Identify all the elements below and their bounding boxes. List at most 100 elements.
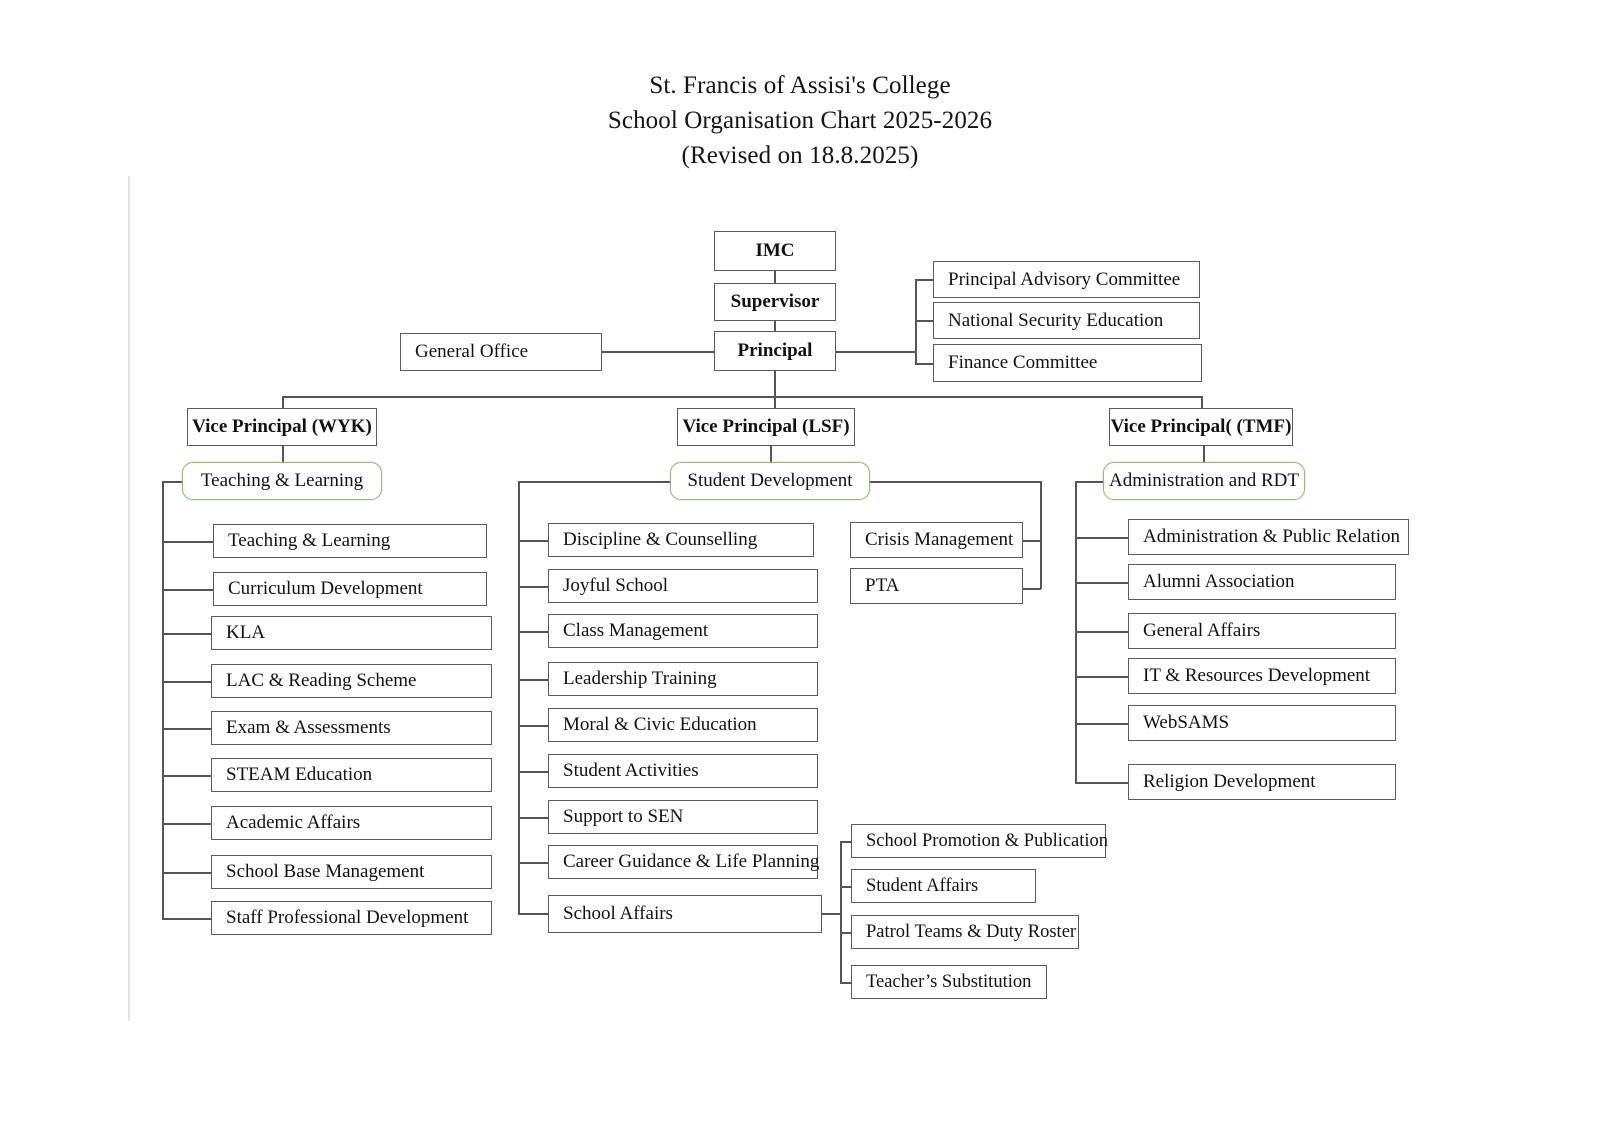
- sa-item-label: Patrol Teams & Duty Roster: [866, 921, 1077, 942]
- tl-item-label: Exam & Assessments: [226, 717, 391, 738]
- title-line-1: St. Francis of Assisi's College: [649, 72, 951, 99]
- sa-item-teachers-substitution[interactable]: Teacher’s Substitution: [851, 965, 1047, 999]
- connector-sd-item-1: [518, 540, 548, 542]
- connector-bus-to-vp-tmf: [1201, 396, 1203, 409]
- sd-item-discipline-counselling[interactable]: Discipline & Counselling: [548, 523, 814, 557]
- teaching-learning-trunk: [162, 481, 164, 918]
- node-imc[interactable]: IMC: [714, 231, 836, 271]
- tl-item-label: School Base Management: [226, 861, 425, 882]
- sd-item-school-affairs[interactable]: School Affairs: [548, 895, 822, 933]
- admin-item-general-affairs[interactable]: General Affairs: [1128, 613, 1396, 649]
- sd-item-support-to-sen[interactable]: Support to SEN: [548, 800, 818, 834]
- connector-admin-item-1: [1075, 537, 1128, 539]
- node-principal[interactable]: Principal: [714, 331, 836, 371]
- connector-tl-head-to-trunk: [162, 481, 184, 483]
- sd-item-student-activities[interactable]: Student Activities: [548, 754, 818, 788]
- connector-committee-1: [915, 279, 933, 281]
- sd-item-class-management[interactable]: Class Management: [548, 614, 818, 648]
- committee-label: National Security Education: [948, 309, 1164, 331]
- connector-admin-item-2: [1075, 582, 1128, 584]
- connector-sa-item-2: [840, 886, 851, 888]
- connector-sd-item-6: [518, 771, 548, 773]
- connector-sd-item-4: [518, 679, 548, 681]
- tl-item-label: LAC & Reading Scheme: [226, 670, 417, 691]
- sa-item-label: School Promotion & Publication: [866, 830, 1109, 851]
- committee-finance[interactable]: Finance Committee: [933, 344, 1202, 382]
- sd-item-label: Discipline & Counselling: [563, 529, 758, 550]
- division-student-development[interactable]: Student Development: [670, 462, 870, 500]
- connector-tl-item-2: [162, 589, 213, 591]
- connector-sd-item-7: [518, 817, 548, 819]
- admin-item-label: WebSAMS: [1143, 712, 1230, 733]
- sa-item-school-promotion-publication[interactable]: School Promotion & Publication: [851, 824, 1109, 858]
- tl-item-staff-professional-development[interactable]: Staff Professional Development: [211, 901, 492, 935]
- connector-sa-item-4: [840, 982, 851, 984]
- tl-item-lac-reading-scheme[interactable]: LAC & Reading Scheme: [211, 664, 492, 698]
- node-supervisor[interactable]: Supervisor: [714, 283, 836, 321]
- connector-vp-lsf-to-division: [770, 446, 772, 462]
- tl-item-academic-affairs[interactable]: Academic Affairs: [211, 806, 492, 840]
- tl-item-curriculum-development[interactable]: Curriculum Development: [213, 572, 487, 606]
- student-development-trunk: [518, 481, 520, 913]
- connector-sd-right-item-2: [1023, 588, 1041, 590]
- student-development-right-trunk: [1040, 481, 1042, 589]
- tl-item-label: KLA: [226, 622, 266, 643]
- connector-bus-to-vp-lsf: [774, 396, 776, 409]
- admin-item-alumni-association[interactable]: Alumni Association: [1128, 564, 1396, 600]
- admin-item-administration-public-relation[interactable]: Administration & Public Relation: [1128, 519, 1409, 555]
- connector-admin-head-to-trunk: [1075, 481, 1105, 483]
- division-teaching-and-learning[interactable]: Teaching & Learning: [182, 462, 382, 500]
- sd-item-career-guidance-life-planning[interactable]: Career Guidance & Life Planning: [548, 845, 820, 879]
- division-administration-and-rdt[interactable]: Administration and RDT: [1103, 462, 1305, 500]
- connector-principal-to-committee-trunk: [836, 351, 917, 353]
- sd-item-moral-civic-education[interactable]: Moral & Civic Education: [548, 708, 818, 742]
- node-vice-principal-wyk[interactable]: Vice Principal (WYK): [187, 408, 377, 446]
- connector-sd-item-5: [518, 725, 548, 727]
- committee-label: Finance Committee: [948, 352, 1098, 373]
- sa-item-patrol-teams-duty-roster[interactable]: Patrol Teams & Duty Roster: [851, 915, 1079, 949]
- sd-item-label: Career Guidance & Life Planning: [563, 851, 820, 872]
- committee-national-security-education[interactable]: National Security Education: [933, 302, 1200, 339]
- sa-item-student-affairs[interactable]: Student Affairs: [851, 869, 1036, 903]
- tl-item-kla[interactable]: KLA: [211, 616, 492, 650]
- tl-item-school-base-management[interactable]: School Base Management: [211, 855, 492, 889]
- node-vice-principal-tmf[interactable]: Vice Principal( (TMF): [1109, 408, 1293, 446]
- vice-principal-label: Vice Principal( (TMF): [1110, 416, 1292, 437]
- tl-item-teaching-and-learning[interactable]: Teaching & Learning: [213, 524, 487, 558]
- title-line-3: (Revised on 18.8.2025): [681, 142, 919, 169]
- admin-item-websams[interactable]: WebSAMS: [1128, 705, 1396, 741]
- sd-item-leadership-training[interactable]: Leadership Training: [548, 662, 818, 696]
- connector-tl-item-7: [162, 823, 211, 825]
- committee-principal-advisory[interactable]: Principal Advisory Committee: [933, 261, 1200, 298]
- sd-item-label: Leadership Training: [563, 668, 717, 689]
- admin-item-religion-development[interactable]: Religion Development: [1128, 764, 1396, 800]
- vice-principal-label: Vice Principal (LSF): [682, 416, 850, 437]
- page-margin-rule: [128, 176, 130, 1021]
- sd-right-item-pta[interactable]: PTA: [850, 568, 1023, 604]
- connector-sd-item-3: [518, 631, 548, 633]
- admin-item-it-resources-development[interactable]: IT & Resources Development: [1128, 658, 1396, 694]
- sd-right-item-crisis-management[interactable]: Crisis Management: [850, 522, 1023, 558]
- connector-principal-down: [774, 371, 776, 397]
- connector-admin-item-4: [1075, 676, 1128, 678]
- tl-item-exam-assessments[interactable]: Exam & Assessments: [211, 711, 492, 745]
- node-vice-principal-lsf[interactable]: Vice Principal (LSF): [677, 408, 855, 446]
- node-imc-label: IMC: [755, 240, 795, 261]
- connector-tl-item-6: [162, 775, 211, 777]
- connector-tl-item-5: [162, 728, 211, 730]
- sd-right-item-label: PTA: [865, 575, 900, 596]
- node-general-office-label: General Office: [415, 341, 529, 362]
- connector-sd-item-2: [518, 586, 548, 588]
- committee-label: Principal Advisory Committee: [948, 268, 1181, 290]
- sd-item-joyful-school[interactable]: Joyful School: [548, 569, 818, 603]
- tl-item-label: STEAM Education: [226, 764, 373, 785]
- connector-committee-3: [915, 363, 933, 365]
- admin-item-label: General Affairs: [1143, 620, 1261, 641]
- vice-principal-label: Vice Principal (WYK): [192, 416, 372, 437]
- title-line-2: School Organisation Chart 2025-2026: [607, 107, 993, 134]
- node-general-office[interactable]: General Office: [400, 333, 602, 371]
- tl-item-steam-education[interactable]: STEAM Education: [211, 758, 492, 792]
- division-label: Administration and RDT: [1109, 470, 1299, 491]
- chart-title: St. Francis of Assisi's College School O…: [0, 68, 1600, 173]
